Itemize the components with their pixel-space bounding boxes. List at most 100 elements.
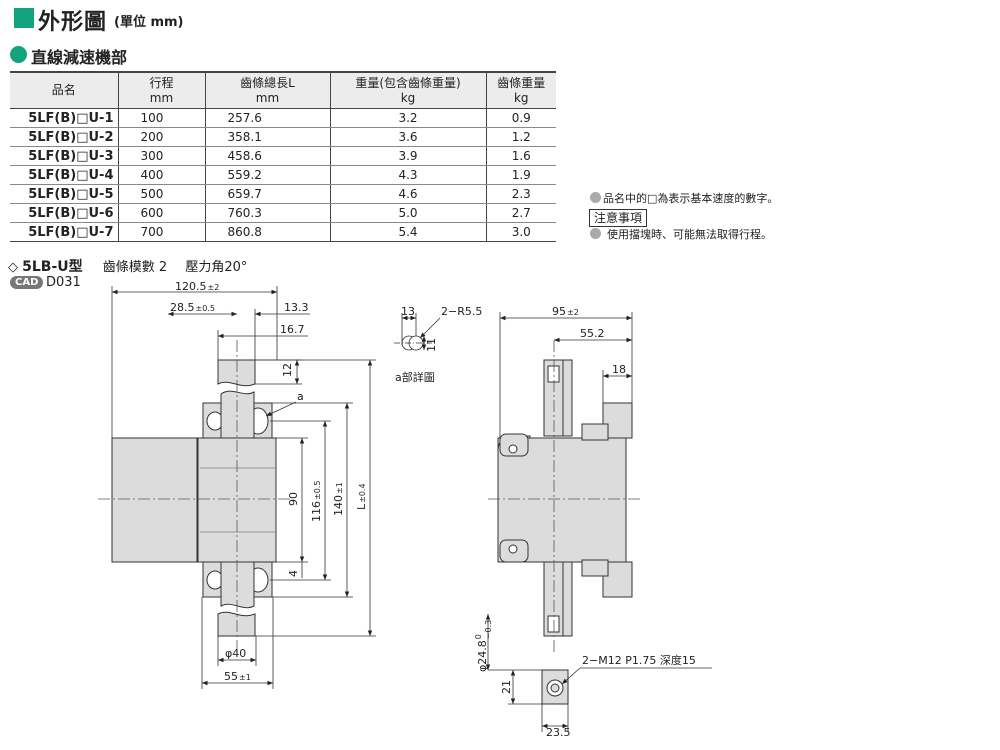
detail-dim-13: 13: [401, 305, 415, 318]
table-row: 5LF(B)□U-7 700 860.8 5.4 3.0: [10, 222, 556, 242]
front-dim-labels: 120.5±2 28.5±0.5 13.3 16.7 12 a 90 116±0…: [170, 280, 368, 683]
cell-stroke: 500: [117, 184, 205, 204]
end-dim-23-5: 23.5: [546, 726, 571, 739]
dim-116: 116±0.5: [310, 481, 323, 522]
dim-140: 140±1: [332, 482, 345, 516]
cell-rack-weight: 3.0: [485, 222, 556, 242]
cell-weight: 5.0: [329, 203, 486, 223]
side-view: [497, 359, 633, 637]
cell-length: 659.7: [204, 184, 330, 204]
cell-weight: 4.3: [329, 165, 486, 185]
note-stopper: 使用擋塊時、可能無法取得行程。: [590, 228, 772, 242]
rack-upper: [217, 359, 256, 387]
dim-L: L±0.4: [355, 483, 368, 510]
detail-a-view: 13 2−R5.5 11 a部詳圖: [394, 305, 482, 384]
table-row: 5LF(B)□U-6 600 760.3 5.0 2.7: [10, 203, 556, 223]
thread-note: 2−M12 P1.75 深度15: [582, 653, 696, 667]
model-line: ◇ 5LB-U型 齒條模數 2 壓力角20°: [8, 256, 247, 276]
end-dim-phi24-8: φ24.80−0.3: [474, 620, 493, 672]
title-marker: [14, 8, 34, 28]
cell-weight: 3.2: [329, 108, 486, 128]
dim-12: 12: [281, 363, 294, 377]
cell-model: 5LF(B)□U-1: [10, 108, 118, 128]
bullet-icon: [590, 228, 601, 239]
detail-dim-r: 2−R5.5: [441, 305, 482, 318]
page-title: 外形圖: [38, 10, 108, 35]
label-a: a: [297, 390, 304, 403]
cell-model: 5LF(B)□U-3: [10, 146, 118, 166]
table-row: 5LF(B)□U-3 300 458.6 3.9 1.6: [10, 146, 556, 166]
cell-weight: 3.6: [329, 127, 486, 147]
cell-rack-weight: 0.9: [485, 108, 556, 128]
cell-rack-weight: 1.2: [485, 127, 556, 147]
cell-rack-weight: 2.7: [485, 203, 556, 223]
cell-weight: 4.6: [329, 184, 486, 204]
col-model-header: 品名: [10, 71, 118, 109]
dim-28-5: 28.5±0.5: [170, 301, 215, 314]
cell-stroke: 400: [117, 165, 205, 185]
cell-weight: 3.9: [329, 146, 486, 166]
col-weight-header: 重量(包含齒條重量)kg: [329, 71, 486, 109]
bullet-icon: [590, 192, 601, 203]
cell-length: 559.2: [204, 165, 330, 185]
cad-code[interactable]: D031: [46, 275, 81, 290]
pressure-angle: 壓力角20°: [185, 260, 248, 275]
unit-label: (單位 mm): [114, 15, 184, 30]
cell-length: 257.6: [204, 108, 330, 128]
rack-lower: [220, 561, 255, 609]
dim-90: 90: [287, 492, 300, 506]
cell-weight: 5.4: [329, 222, 486, 242]
dim-overall: 120.5±2: [175, 280, 219, 293]
cell-length: 458.6: [204, 146, 330, 166]
side-dim-55-2: 55.2: [580, 327, 605, 340]
dim-phi40: φ40: [225, 647, 246, 660]
rack-end-view: φ24.80−0.3 21 23.5 2−M12 P1.75 深度15: [474, 614, 712, 739]
cad-badge[interactable]: CAD: [10, 276, 44, 289]
cell-rack-weight: 2.3: [485, 184, 556, 204]
dim-55: 55±1: [224, 670, 251, 683]
cell-model: 5LF(B)□U-5: [10, 184, 118, 204]
cell-model: 5LF(B)□U-6: [10, 203, 118, 223]
cell-length: 760.3: [204, 203, 330, 223]
cell-rack-weight: 1.9: [485, 165, 556, 185]
caution-label: 注意事項: [589, 209, 648, 227]
section-title: 直線減速機部: [31, 48, 128, 67]
detail-label: a部詳圖: [395, 370, 435, 384]
note-model-symbol: 品名中的□為表示基本速度的數字。: [590, 192, 778, 206]
rack-module: 齒條模數 2: [102, 260, 168, 275]
front-view: [111, 359, 277, 637]
cell-stroke: 300: [117, 146, 205, 166]
dim-4: 4: [287, 570, 300, 577]
detail-dim-11: 11: [425, 338, 438, 352]
cell-model: 5LF(B)□U-2: [10, 127, 118, 147]
dim-13-3: 13.3: [284, 301, 309, 314]
cell-stroke: 200: [117, 127, 205, 147]
cell-stroke: 700: [117, 222, 205, 242]
model-name: 5LB-U型: [22, 259, 83, 275]
table-row: 5LF(B)□U-4 400 559.2 4.3 1.9: [10, 165, 556, 185]
side-dim-95: 95±2: [552, 305, 579, 318]
side-dim-18: 18: [612, 363, 626, 376]
cell-stroke: 100: [117, 108, 205, 128]
cell-model: 5LF(B)□U-4: [10, 165, 118, 185]
diamond-icon: ◇: [8, 260, 18, 275]
section-marker: [10, 46, 27, 63]
cell-stroke: 600: [117, 203, 205, 223]
motor-body: [111, 437, 203, 563]
table-row: 5LF(B)□U-1 100 257.6 3.2 0.9: [10, 108, 556, 128]
side-mount-lower: [602, 561, 633, 598]
cell-length: 860.8: [204, 222, 330, 242]
table-row: 5LF(B)□U-5 500 659.7 4.6 2.3: [10, 184, 556, 204]
cell-model: 5LF(B)□U-7: [10, 222, 118, 242]
table-row: 5LF(B)□U-2 200 358.1 3.6 1.2: [10, 127, 556, 147]
end-dim-21: 21: [500, 680, 513, 694]
cell-rack-weight: 1.6: [485, 146, 556, 166]
dim-16-7: 16.7: [280, 323, 305, 336]
cell-length: 358.1: [204, 127, 330, 147]
